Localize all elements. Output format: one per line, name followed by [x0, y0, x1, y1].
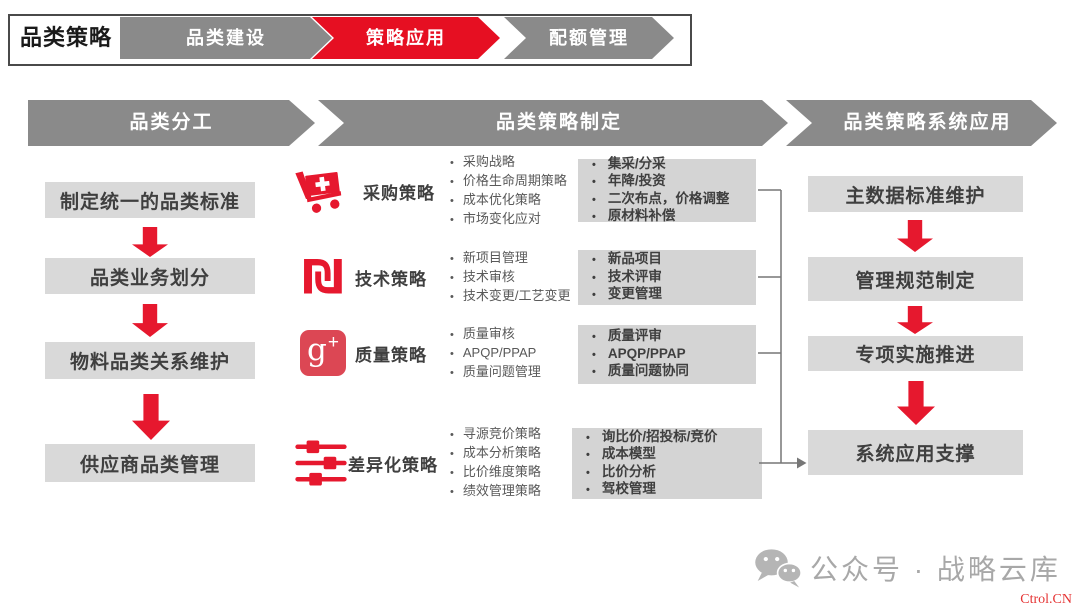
strategy-row-procurement: 采购策略 采购战略 价格生命周期策略 成本优化策略 市场变化应对 集采/分采 年…	[290, 154, 762, 226]
down-arrow-icon	[132, 304, 168, 337]
bullet-item: 技术变更/工艺变更	[448, 287, 571, 306]
strategy-detail-panel: 集采/分采 年降/投资 二次布点，价格调整 原材料补偿	[578, 156, 756, 223]
section-header-strategy-formulation: 品类策略制定	[318, 100, 788, 146]
strategy-row-differentiation: 差异化策略 寻源竞价策略 成本分析策略 比价维度策略 绩效管理策略 询比价/招投…	[290, 426, 766, 500]
bullet-item: 技术审核	[448, 268, 570, 287]
tab-quota-management[interactable]: 配额管理	[504, 17, 674, 59]
tab-category-building[interactable]: 品类建设	[120, 17, 332, 59]
right-flow-step-4: 系统应用支撑	[808, 430, 1023, 475]
strategy-row-quality: g+ 质量策略 质量审核 APQP/PPAP 质量问题管理 质量评审 APQP/…	[290, 322, 762, 384]
panel-item: 原材料补偿	[586, 208, 756, 226]
strategy-detail-panel: 新品项目 技术评审 变更管理	[578, 250, 756, 305]
strategy-label: 技术策略	[355, 269, 427, 289]
panel-item: 二次布点，价格调整	[586, 191, 756, 209]
left-flow-step-4: 供应商品类管理	[45, 444, 255, 482]
strategy-detail-panel: 质量评审 APQP/PPAP 质量问题协同	[578, 325, 756, 384]
down-arrow-icon	[132, 394, 170, 440]
wechat-icon	[752, 546, 804, 590]
panel-item: 新品项目	[586, 251, 756, 269]
down-arrow-icon	[132, 227, 168, 257]
left-flow-step-1: 制定统一的品类标准	[45, 182, 255, 218]
bullet-item: APQP/PPAP	[448, 344, 541, 363]
bullet-item: 寻源竞价策略	[448, 425, 541, 444]
panel-item: 成本模型	[580, 446, 762, 464]
down-arrow-icon	[897, 220, 933, 252]
connector-arrowhead-icon	[797, 457, 807, 469]
panel-item: 质量问题协同	[586, 363, 756, 381]
shekel-icon: ₪	[302, 250, 344, 304]
down-arrow-icon	[897, 381, 935, 425]
bullet-item: 绩效管理策略	[448, 482, 541, 501]
page-title: 品类策略	[20, 25, 113, 50]
bullet-item: 质量审核	[448, 325, 541, 344]
tab-strategy-application[interactable]: 策略应用	[312, 17, 500, 59]
panel-item: 年降/投资	[586, 173, 756, 191]
strategy-item-list: 寻源竞价策略 成本分析策略 比价维度策略 绩效管理策略	[448, 426, 541, 500]
panel-item: 技术评审	[586, 269, 756, 287]
right-flow-step-2: 管理规范制定	[808, 257, 1023, 301]
panel-item: 比价分析	[580, 464, 762, 482]
right-flow-step-3: 专项实施推进	[808, 336, 1023, 371]
strategy-row-technology: ₪ 技术策略 新项目管理 技术审核 技术变更/工艺变更 新品项目 技术评审 变更…	[290, 247, 762, 307]
panel-item: APQP/PPAP	[586, 346, 756, 364]
strategy-item-list: 采购战略 价格生命周期策略 成本优化策略 市场变化应对	[448, 154, 567, 226]
bullet-item: 新项目管理	[448, 249, 570, 268]
left-flow-step-2: 品类业务划分	[45, 258, 255, 294]
section-header-system-application: 品类策略系统应用	[786, 100, 1057, 146]
sliders-icon	[293, 436, 349, 490]
strategy-label: 采购策略	[363, 183, 435, 203]
right-flow-step-1: 主数据标准维护	[808, 176, 1023, 212]
panel-item: 质量评审	[586, 328, 756, 346]
cart-plus-icon	[290, 164, 348, 218]
panel-item: 询比价/招投标/竞价	[580, 429, 762, 447]
bullet-item: 采购战略	[448, 153, 567, 172]
left-flow-step-3: 物料品类关系维护	[45, 342, 255, 379]
strategy-label: 质量策略	[355, 345, 427, 365]
panel-item: 变更管理	[586, 286, 756, 304]
bullet-item: 价格生命周期策略	[448, 172, 567, 191]
section-header-category-division: 品类分工	[28, 100, 315, 146]
bullet-item: 市场变化应对	[448, 210, 567, 229]
strategy-item-list: 质量审核 APQP/PPAP 质量问题管理	[448, 322, 541, 384]
watermark-text: Ctrol.CN	[1020, 592, 1072, 607]
bullet-item: 比价维度策略	[448, 463, 541, 482]
wechat-account-label: 公众号 · 战略云库	[810, 554, 1061, 585]
google-plus-icon: g+	[300, 330, 346, 376]
bullet-item: 成本分析策略	[448, 444, 541, 463]
bullet-item: 质量问题管理	[448, 363, 541, 382]
strategy-label: 差异化策略	[348, 455, 438, 475]
strategy-detail-panel: 询比价/招投标/竞价 成本模型 比价分析 驾校管理	[572, 428, 762, 499]
strategy-item-list: 新项目管理 技术审核 技术变更/工艺变更	[448, 247, 571, 307]
panel-item: 集采/分采	[586, 156, 756, 174]
down-arrow-icon	[897, 306, 933, 334]
bullet-item: 成本优化策略	[448, 191, 567, 210]
panel-item: 驾校管理	[580, 481, 762, 499]
